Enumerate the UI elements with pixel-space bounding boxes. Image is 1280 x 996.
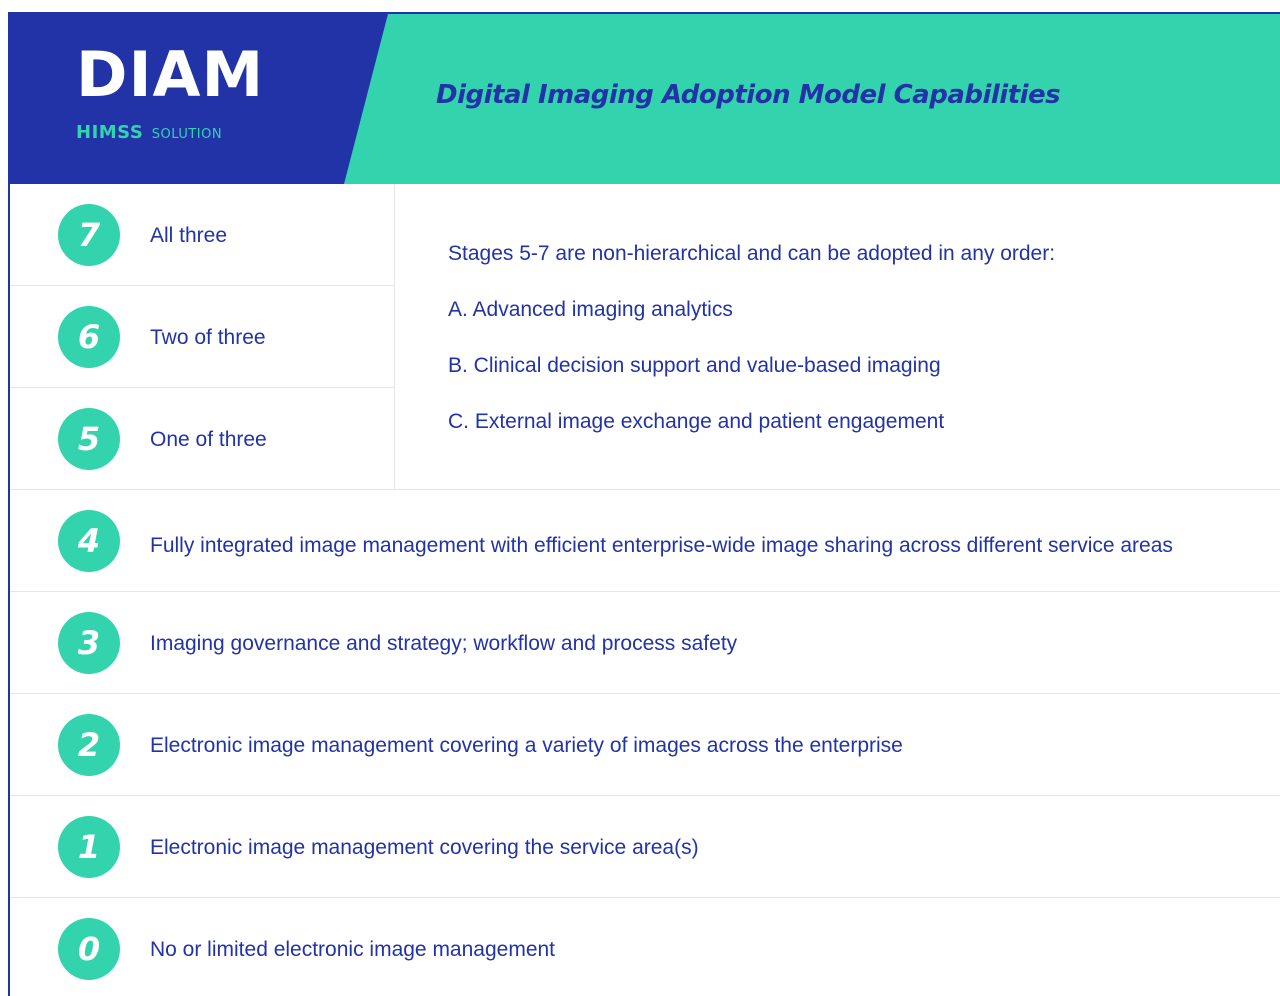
logo-panel-shape: [10, 14, 388, 184]
stage-badge: 1: [58, 816, 120, 878]
stages-item-b: B. Clinical decision support and value-b…: [448, 354, 941, 377]
stage-row-7: 7 All three: [10, 184, 394, 286]
stage-badge: 5: [58, 408, 120, 470]
stage-label: One of three: [150, 428, 267, 451]
stage-label: Electronic image management covering the…: [150, 836, 699, 859]
diam-table: DIAM HIMSS SOLUTION Digital Imaging Adop…: [8, 12, 1280, 996]
stage-label: All three: [150, 224, 228, 247]
stage-row-2: 2 Electronic image management covering a…: [10, 694, 1280, 796]
stage-row-6: 6 Two of three: [10, 286, 394, 388]
stage-badge: 7: [58, 204, 120, 266]
stage-label: Electronic image management covering a v…: [150, 734, 903, 757]
logo-subtitle: HIMSS SOLUTION: [76, 124, 222, 142]
stages-item-c: C. External image exchange and patient e…: [448, 410, 945, 433]
logo-tag: SOLUTION: [151, 127, 223, 142]
stage-label: Fully integrated image management with e…: [150, 534, 1173, 557]
stage-label: No or limited electronic image managemen…: [150, 938, 556, 961]
stage-row-5: 5 One of three: [10, 388, 394, 490]
stage-badge: 0: [58, 918, 120, 980]
stages-item-a: A. Advanced imaging analytics: [448, 298, 733, 321]
logo-brand: HIMSS: [76, 122, 144, 143]
stage-row-3: 3 Imaging governance and strategy; workf…: [10, 592, 1280, 694]
stage-badge: 3: [58, 612, 120, 674]
header-banner: DIAM HIMSS SOLUTION Digital Imaging Adop…: [10, 14, 1280, 184]
logo-wordmark: DIAM: [76, 38, 265, 111]
stage-row-1: 1 Electronic image management covering t…: [10, 796, 1280, 898]
stage-label: Two of three: [150, 326, 266, 349]
page-title: Digital Imaging Adoption Model Capabilit…: [436, 80, 1061, 110]
stage-row-0: 0 No or limited electronic image managem…: [10, 898, 1280, 996]
stage-row-4: 4 Fully integrated image management with…: [10, 490, 1280, 592]
stages-5-7-panel: Stages 5-7 are non-hierarchical and can …: [394, 184, 1280, 490]
stages-intro: Stages 5-7 are non-hierarchical and can …: [448, 242, 1056, 265]
stage-badge: 4: [58, 510, 120, 572]
stage-label: Imaging governance and strategy; workflo…: [150, 632, 738, 655]
stage-badge: 2: [58, 714, 120, 776]
stage-badge: 6: [58, 306, 120, 368]
